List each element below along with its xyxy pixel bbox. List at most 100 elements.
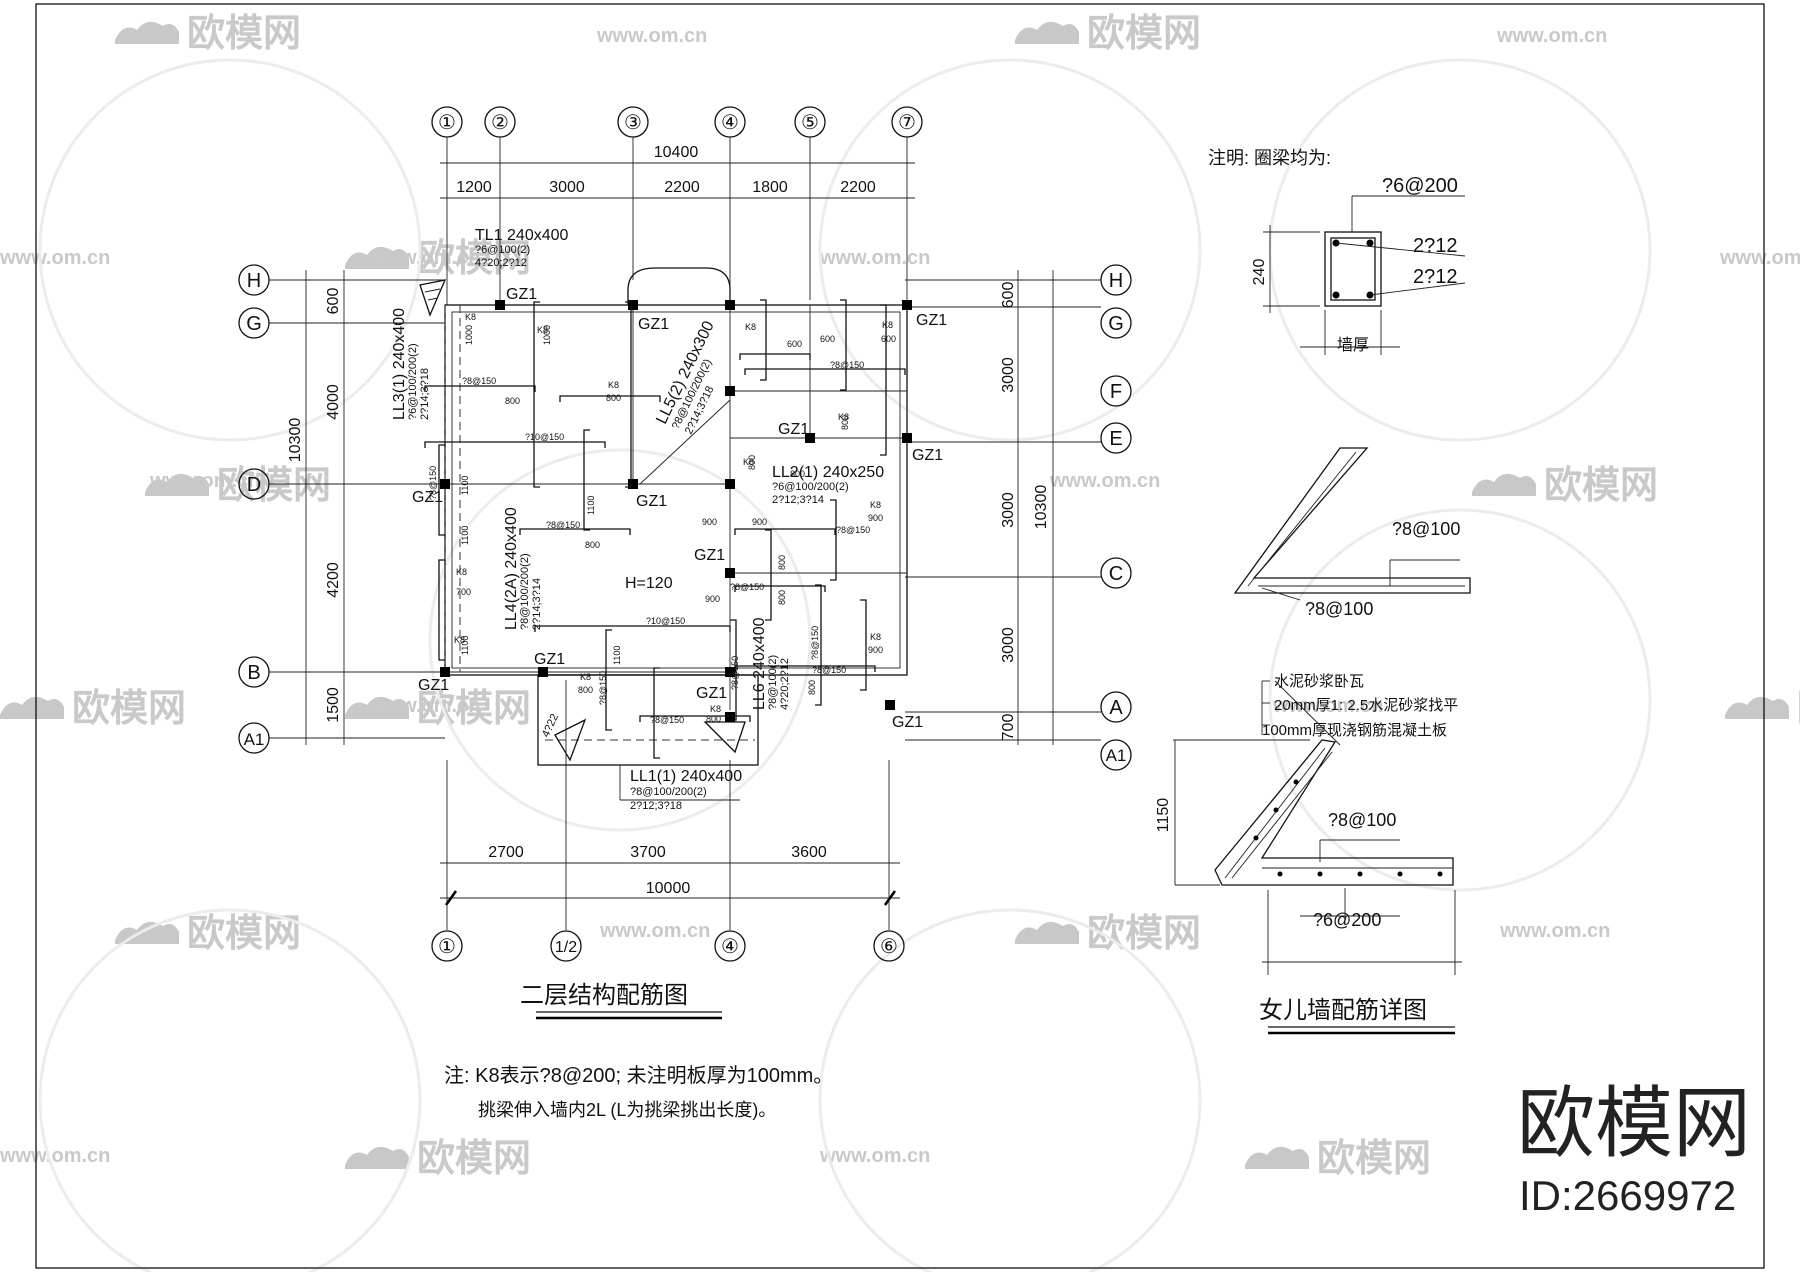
beam-ll3-size: LL3(1) 240x400 [391, 308, 408, 420]
column-gz1 [440, 667, 450, 677]
k8-label: K8 [456, 567, 467, 577]
length-label: 800 [585, 540, 600, 550]
beam-ll2-size: LL2(1) 240x250 [772, 464, 884, 481]
length-label: 900 [752, 517, 767, 527]
cantilever-hatch [419, 279, 746, 762]
gz-label: GZ1 [916, 312, 947, 329]
rebar-label: ?8@150 [810, 626, 820, 660]
watermark-logo: 欧模网 [345, 688, 531, 730]
dim-total: 10000 [646, 880, 691, 897]
brand-logo-text: 欧模网 [1517, 1079, 1751, 1167]
gz-label: GZ1 [506, 286, 537, 303]
watermark-circle [818, 908, 1202, 1277]
top-dimensions: 10400 1200 3000 2200 1800 2200 [440, 137, 915, 305]
brand-block: 欧模网 ID:2669972 [1517, 1079, 1751, 1219]
beam-tl1-size: TL1 240x400 [475, 227, 569, 244]
column-gz1 [902, 433, 912, 443]
length-label: 800 [777, 590, 787, 605]
watermark-circle [38, 58, 422, 442]
length-label: 600 [820, 334, 835, 344]
k8-label: K8 [465, 312, 476, 322]
column-gz1 [725, 386, 735, 396]
dim-total: 10300 [1033, 485, 1050, 530]
watermark-url: www.om.cn [149, 470, 260, 492]
beam-ll2-bars: 2?12;3?14 [772, 494, 824, 506]
left-axis-markers: H G D B A1 10300 600 4000 4200 1500 [238, 264, 445, 754]
length-label: 800 [505, 396, 520, 406]
watermark-url: www.om.cn [369, 247, 480, 269]
watermark-logo-text: 欧模网 [417, 688, 531, 730]
parapet-layer-2: 20mm厚1: 2.5水泥砂浆找平 [1274, 696, 1458, 714]
length-label: 1100 [460, 476, 470, 495]
dim: 3000 [1000, 627, 1017, 663]
axis-label: ⑦ [898, 112, 916, 134]
beam-ll4-size: LL4(2A) 240x400 [503, 507, 520, 630]
dim: 1500 [325, 687, 342, 723]
dim: 700 [1000, 714, 1017, 741]
axis-label: A1 [1106, 746, 1127, 765]
axis-label: D [247, 474, 261, 496]
dim: 3000 [1000, 492, 1017, 528]
axis-label: ① [438, 936, 456, 958]
slope-bar-top: ?8@100 [1392, 519, 1460, 539]
axis-label: ④ [721, 936, 739, 958]
dim: 600 [325, 288, 342, 315]
slab-bar-dots [1253, 779, 1443, 877]
length-label: 800 [840, 415, 850, 430]
beam-ll6-size: LL6 240x400 [751, 617, 768, 710]
dim: 3000 [1000, 357, 1017, 393]
axis-label: ① [438, 112, 456, 134]
sheet-border [35, 3, 1765, 1269]
column-gz1 [725, 667, 735, 677]
rebar-label: ?8@150 [462, 376, 496, 386]
watermark-url: www.om.cn [0, 1145, 110, 1167]
right-axis-markers: H G F E C A A1 600 3000 3000 3000 70 [905, 264, 1132, 771]
details-panel: 注明: 圈梁均为: ?6@200 2?12 2?12 240 墙厚 [1155, 148, 1471, 1035]
beam-ll4-stirrup: ?8@100/200(2) [519, 553, 531, 630]
column-labels: GZ1 GZ1 GZ1 GZ1 GZ1 GZ1 GZ1 GZ1 GZ1 GZ1 … [412, 286, 947, 731]
axis-label: G [246, 313, 262, 335]
gz-label: GZ1 [892, 714, 923, 731]
parapet-detail: 水泥砂浆卧瓦 20mm厚1: 2.5水泥砂浆找平 100mm厚现浇钢筋混凝土板 … [1155, 672, 1462, 1035]
watermark-logo: 欧模网 [145, 465, 331, 507]
length-label: 900 [705, 594, 720, 604]
rebar-label: ?8@150 [428, 466, 438, 500]
beam-ll4-bars: 2?14;3?14 [531, 578, 543, 630]
length-label: 800 [790, 469, 805, 479]
gz-label: GZ1 [418, 677, 449, 694]
watermark-logo-text: 欧模网 [72, 688, 186, 730]
brand-id: ID:2669972 [1519, 1172, 1736, 1219]
axis-label: 1/2 [555, 939, 577, 956]
watermark-url: www.om.cn [369, 695, 480, 717]
column-gz1 [538, 667, 548, 677]
watermark-logo: 欧模网 [1015, 913, 1201, 955]
axis-label: E [1109, 428, 1122, 450]
plan-title: 二层结构配筋图 [520, 982, 688, 1009]
ring-beam-outline [1324, 231, 1382, 307]
dim-total: 10300 [287, 418, 304, 463]
axis-label: A1 [244, 730, 265, 749]
watermark-circle [428, 448, 812, 832]
ring-bar-bottom: 2?12 [1413, 266, 1458, 288]
rebar-label: ?8@150 [730, 656, 740, 690]
parapet-layer-1: 水泥砂浆卧瓦 [1274, 672, 1364, 690]
watermark-url: www.om.cn [1272, 695, 1383, 717]
watermark-url: www.om.cn [1719, 247, 1800, 269]
dim: 1800 [752, 179, 788, 196]
column-gz1 [725, 568, 735, 578]
k8-label: K8 [710, 704, 721, 714]
watermark-logo-text: 欧模网 [1087, 13, 1201, 55]
k8-label: K8 [537, 325, 548, 335]
length-label: 1100 [612, 646, 622, 665]
axis-label: ⑥ [880, 936, 898, 958]
ring-stirrup-label: ?6@200 [1382, 175, 1458, 197]
k8-label: K8 [870, 500, 881, 510]
plan-note-2: 挑梁伸入墙内2L (L为挑梁挑出长度)。 [478, 1100, 776, 1120]
bottom-dimensions: 2700 3700 3600 10000 ① 1/2 ④ ⑥ [431, 680, 905, 962]
column-gz1 [495, 300, 505, 310]
beam-ll6-bars: 4?20;2?12 [779, 658, 791, 710]
watermark-circle [818, 58, 1202, 442]
length-label: 800 [578, 685, 593, 695]
plan-note-1: 注: K8表示?8@200; 未注明板厚为100mm。 [444, 1064, 833, 1087]
